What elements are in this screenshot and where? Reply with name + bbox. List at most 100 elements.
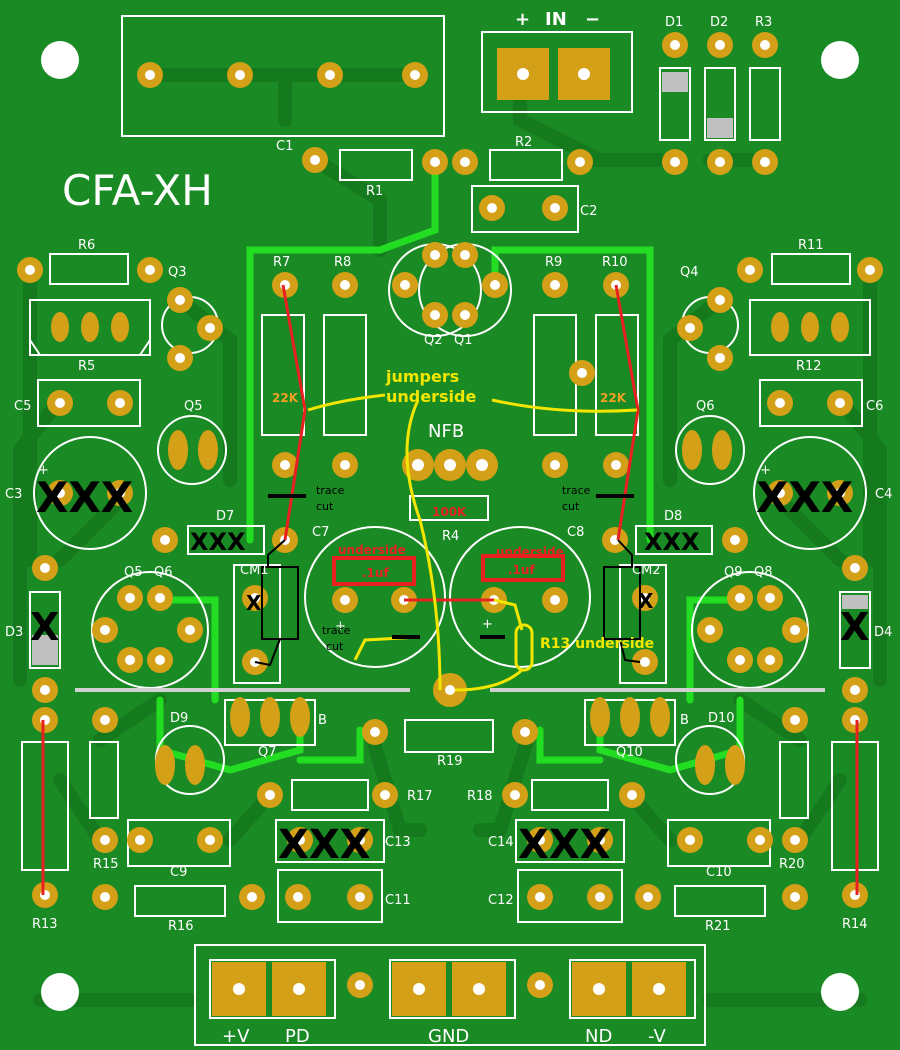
r13-underside-label: R13 underside: [540, 636, 654, 652]
jumpers-label: jumpers: [385, 367, 459, 386]
ref-q5: Q5: [124, 565, 143, 580]
ref-r2: R2: [515, 135, 532, 150]
c3-plus: +: [38, 463, 49, 478]
pad-hole: [325, 70, 335, 80]
pad-hole: [790, 835, 800, 845]
pad-hole: [40, 685, 50, 695]
pad-hole: [175, 353, 185, 363]
c3-xxx: XXX: [36, 473, 133, 522]
in-plus-label: +: [515, 9, 530, 30]
pad-hole: [715, 157, 725, 167]
ref-c12: C12: [488, 893, 514, 908]
board-title: CFA-XH: [62, 166, 213, 215]
plus-v-label: +V: [222, 1026, 250, 1047]
c7-plus: +: [335, 619, 346, 634]
silk-labels: CFA-XH + IN − C1 R1 R2 C2 D1 D2 R3 R6 Q3…: [5, 9, 892, 1047]
component-bodies: [32, 72, 868, 665]
c4-xxx: XXX: [756, 473, 853, 522]
pad-hole: [730, 535, 740, 545]
pad-hole: [100, 835, 110, 845]
c8-plus: +: [482, 617, 493, 632]
r4-value: 100K: [432, 505, 467, 519]
c7-underside-label: underside: [338, 543, 406, 557]
d3-x: X: [30, 605, 59, 649]
c8-value: .1uf: [508, 563, 535, 577]
r7-value: 22K: [272, 391, 299, 405]
pad-hole: [640, 593, 650, 603]
pad-hole: [155, 593, 165, 603]
ref-q3: Q3: [168, 265, 187, 280]
ref-c9: C9: [170, 865, 187, 880]
pad-hole: [185, 625, 195, 635]
ref-r13: R13: [32, 917, 58, 932]
ref-r9: R9: [545, 255, 562, 270]
in-label: IN: [545, 9, 567, 30]
pad-hole: [175, 295, 185, 305]
trace-cut-center: trace: [322, 624, 351, 637]
pd-label: PD: [285, 1026, 310, 1047]
pad-hole: [430, 310, 440, 320]
pad-hole: [40, 563, 50, 573]
pad-hole: [577, 368, 587, 378]
pad-hole: [293, 892, 303, 902]
ref-c1: C1: [276, 139, 293, 154]
pad-hole: [205, 835, 215, 845]
pad-hole: [775, 488, 785, 498]
ref-r1: R1: [366, 184, 383, 199]
annotations: 22K 22K jumpers underside 100K underside…: [272, 367, 654, 653]
ref-r21: R21: [705, 919, 731, 934]
pad-hole: [765, 593, 775, 603]
ref-r16: R16: [168, 919, 194, 934]
pad-hole: [790, 715, 800, 725]
pad-hole: [400, 280, 410, 290]
ref-r15: R15: [93, 857, 119, 872]
c8-underside-label: underside: [496, 545, 564, 559]
pad-hole: [490, 280, 500, 290]
cm1-x: X: [246, 591, 262, 615]
pad-hole: [550, 460, 560, 470]
pad-hole: [430, 157, 440, 167]
pad-hole: [735, 655, 745, 665]
pad-hole: [735, 593, 745, 603]
ref-r14: R14: [842, 917, 868, 932]
ref-r20: R20: [779, 857, 805, 872]
ref-q2: Q2: [424, 333, 443, 348]
pad-hole: [115, 488, 125, 498]
pad-hole: [535, 892, 545, 902]
pad-hole: [510, 790, 520, 800]
pad-hole: [55, 488, 65, 498]
pad-hole: [627, 790, 637, 800]
pad-hole: [25, 265, 35, 275]
pad-hole: [705, 625, 715, 635]
ref-c4: C4: [875, 487, 892, 502]
ref-cm1: CM1: [240, 563, 269, 578]
pad-hole: [460, 250, 470, 260]
pad-hole: [235, 70, 245, 80]
ref-r5: R5: [78, 359, 95, 374]
ref-r7: R7: [273, 255, 290, 270]
green-jumpers: [156, 161, 744, 774]
pad-hole: [775, 398, 785, 408]
pad-hole: [247, 892, 257, 902]
pad-hole: [760, 157, 770, 167]
pad-hole: [550, 280, 560, 290]
pad-hole: [476, 459, 488, 471]
pad-hole: [575, 157, 585, 167]
ref-r17: R17: [407, 789, 433, 804]
pad-hole: [460, 157, 470, 167]
pad-hole: [310, 155, 320, 165]
ref-d8: D8: [664, 509, 682, 524]
ref-r10: R10: [602, 255, 628, 270]
pad-hole: [835, 488, 845, 498]
pad-hole: [125, 655, 135, 665]
ref-c10: C10: [706, 865, 732, 880]
input-connector-outline: [481, 31, 633, 113]
silkscreen-outlines: [21, 15, 879, 1046]
ref-c3: C3: [5, 487, 22, 502]
pad-hole: [115, 398, 125, 408]
pad-hole: [745, 265, 755, 275]
ref-q4: Q4: [680, 265, 699, 280]
pad-hole: [125, 593, 135, 603]
pad-hole: [100, 892, 110, 902]
